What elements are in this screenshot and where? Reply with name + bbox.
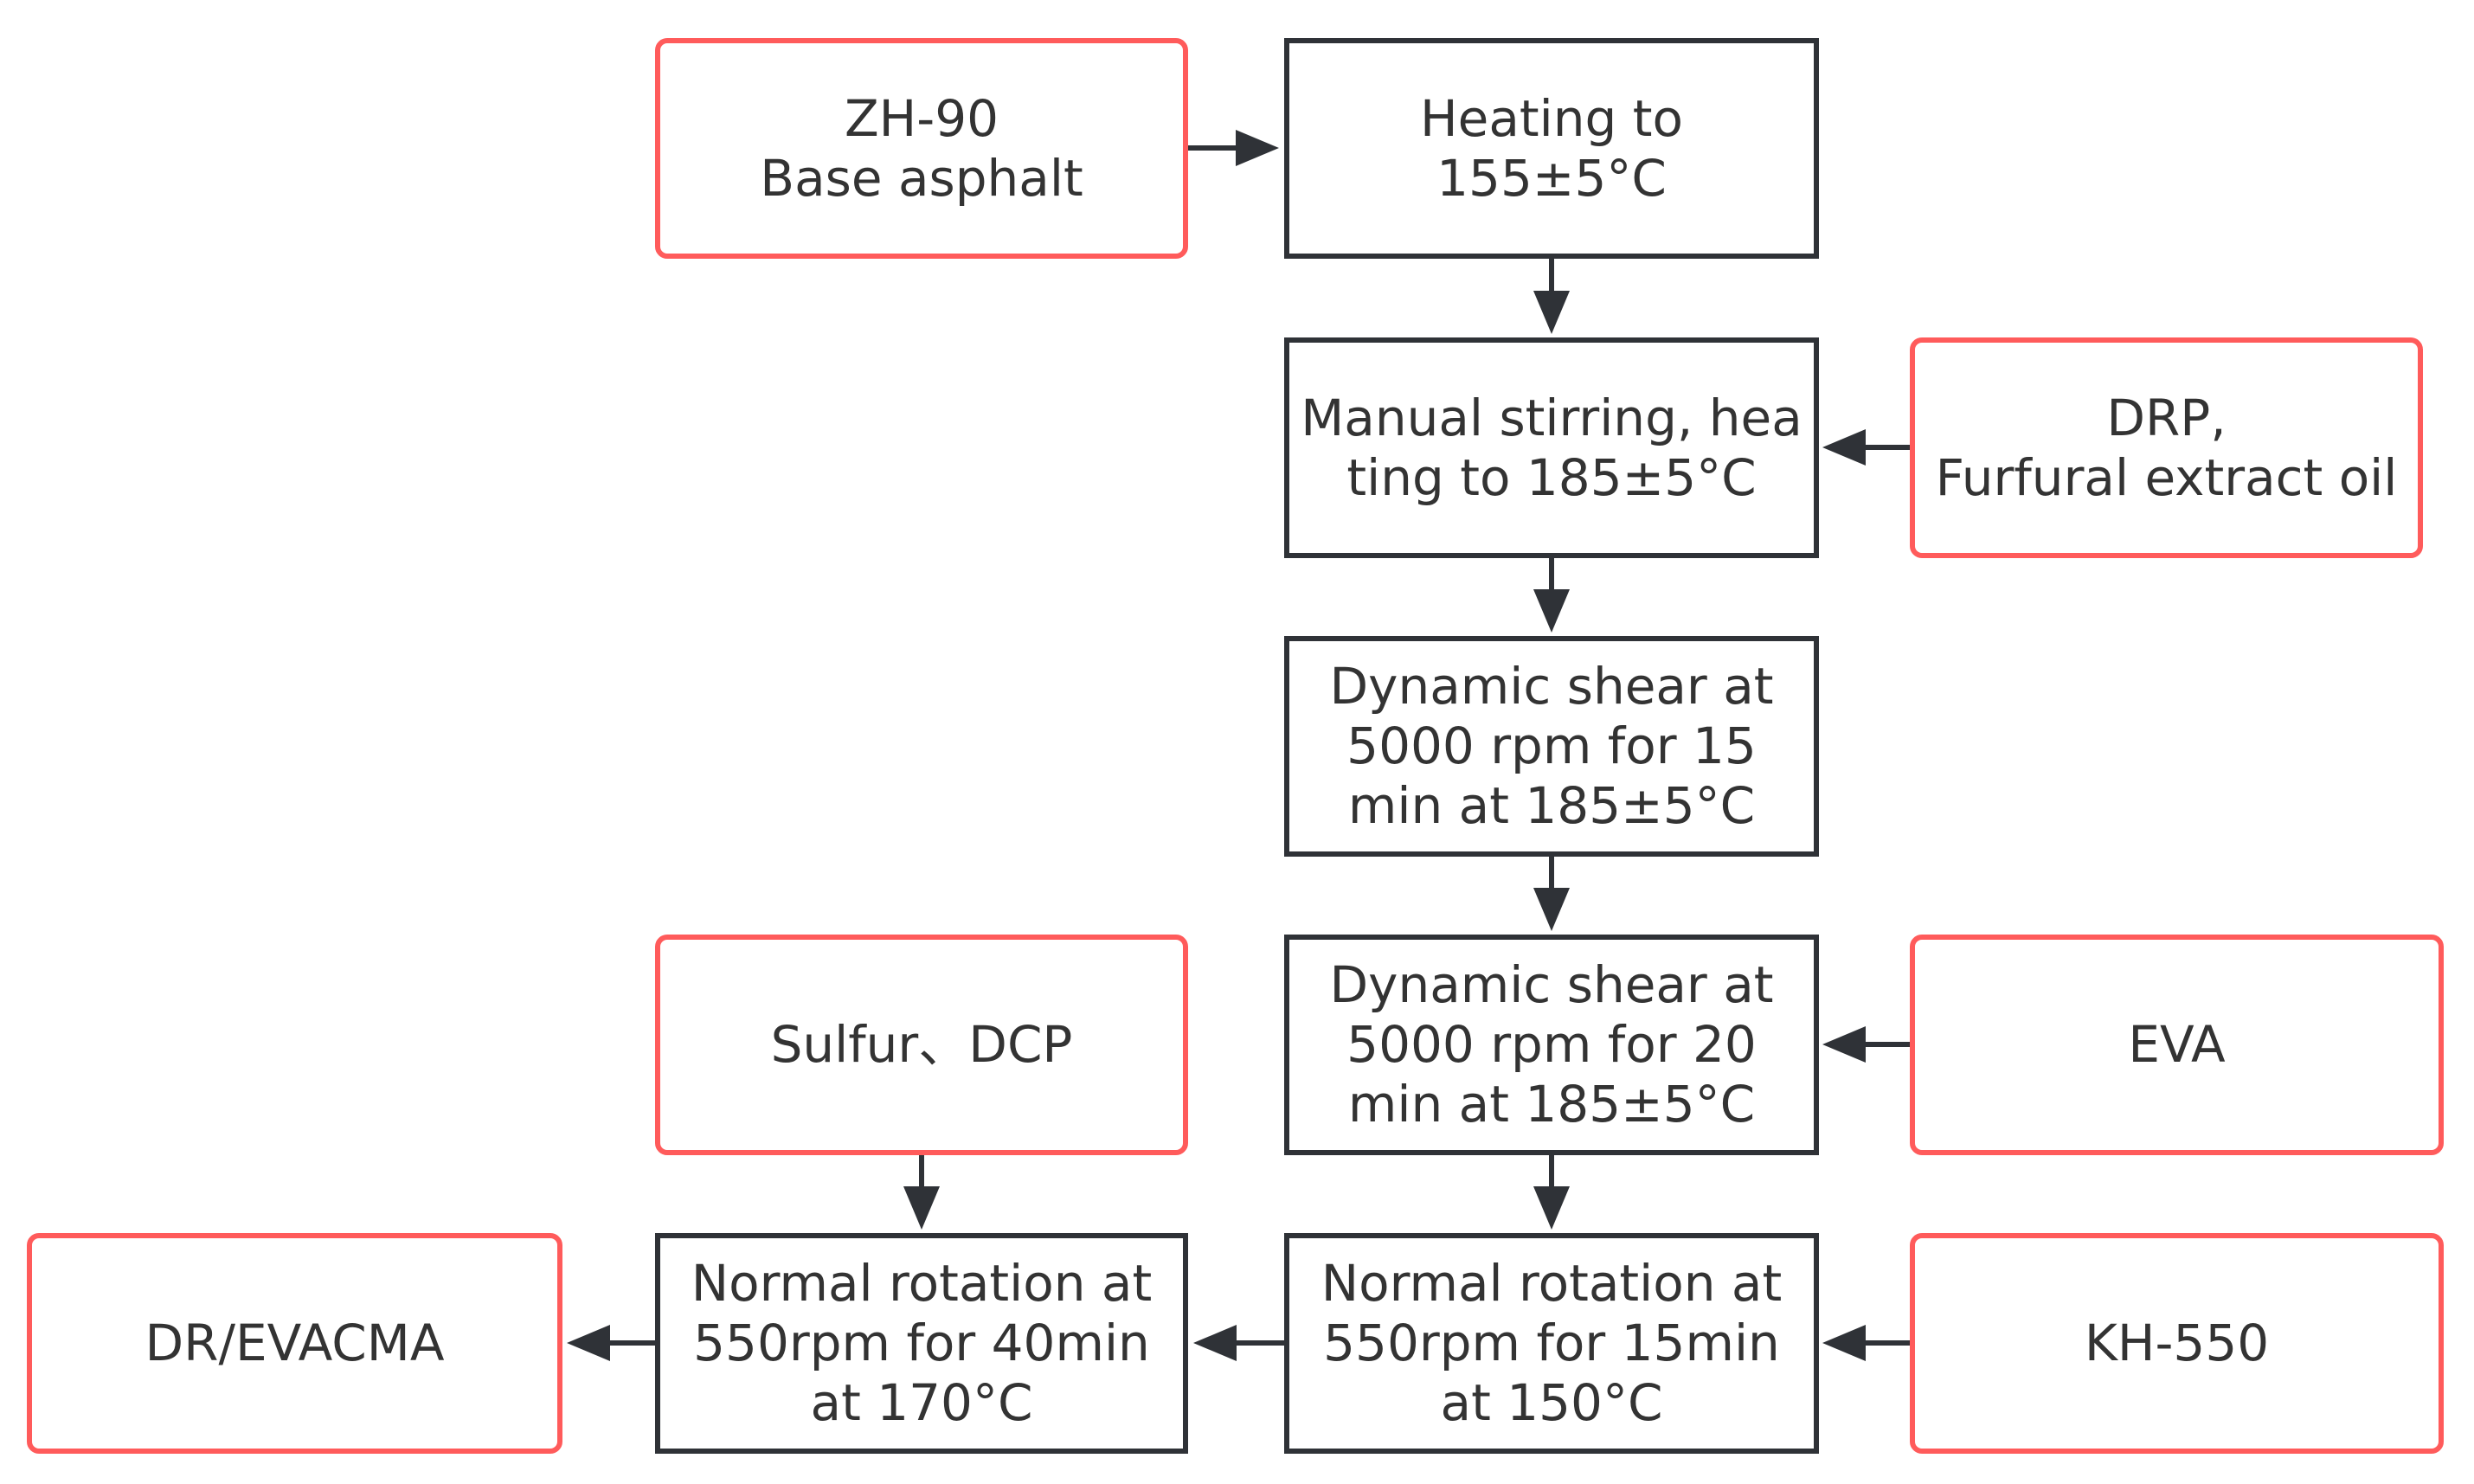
- drp-line-1: DRP,: [2106, 388, 2227, 447]
- heating-line-1: Heating to: [1420, 88, 1683, 148]
- sulfur-dcp-box: Sulfur、DCP: [655, 935, 1188, 1155]
- base-asphalt-line-2: Base asphalt: [760, 148, 1083, 208]
- product-line-1: DR/EVACMA: [145, 1314, 445, 1372]
- dynamic-shear-20-line-3: min at 185±5°C: [1347, 1075, 1756, 1134]
- normal-rotation-15-box: Normal rotation at 550rpm for 15min at 1…: [1284, 1233, 1819, 1454]
- sulfur-dcp-line-1: Sulfur、DCP: [770, 1015, 1073, 1074]
- arrowhead-base-to-heating: [1236, 130, 1279, 166]
- drp-line-2: Furfural extract oil: [1935, 447, 2398, 507]
- arrowhead-eva-to-shear20: [1822, 1026, 1866, 1063]
- arrowhead-drp-to-stirring: [1822, 429, 1866, 466]
- arrowhead-sulfur-to-rotation40: [903, 1186, 940, 1230]
- normal-rotation-40-box: Normal rotation at 550rpm for 40min at 1…: [655, 1233, 1188, 1454]
- eva-line-1: EVA: [2128, 1015, 2226, 1074]
- manual-stirring-line-1: Manual stirring, hea: [1301, 388, 1802, 447]
- normal-rotation-15-line-3: at 150°C: [1440, 1373, 1663, 1432]
- base-asphalt-box: ZH-90 Base asphalt: [655, 38, 1188, 259]
- normal-rotation-40-line-1: Normal rotation at: [691, 1254, 1153, 1313]
- product-box: DR/EVACMA: [27, 1233, 562, 1454]
- kh550-box: KH-550: [1910, 1233, 2444, 1454]
- dynamic-shear-20-box: Dynamic shear at 5000 rpm for 20 min at …: [1284, 935, 1819, 1155]
- arrowhead-kh550-to-rotation15: [1822, 1325, 1866, 1361]
- heating-line-2: 155±5°C: [1436, 148, 1667, 208]
- dynamic-shear-15-box: Dynamic shear at 5000 rpm for 15 min at …: [1284, 636, 1819, 857]
- dynamic-shear-15-line-3: min at 185±5°C: [1347, 776, 1756, 835]
- normal-rotation-15-line-1: Normal rotation at: [1321, 1254, 1783, 1313]
- eva-box: EVA: [1910, 935, 2444, 1155]
- normal-rotation-15-line-2: 550rpm for 15min: [1323, 1314, 1780, 1372]
- manual-stirring-box: Manual stirring, hea ting to 185±5°C: [1284, 337, 1819, 558]
- base-asphalt-line-1: ZH-90: [844, 88, 999, 148]
- arrowhead-rotation40-to-product: [567, 1325, 610, 1361]
- arrowhead-rotation15-to-rotation40: [1193, 1325, 1237, 1361]
- normal-rotation-40-line-2: 550rpm for 40min: [693, 1314, 1150, 1372]
- dynamic-shear-15-line-1: Dynamic shear at: [1329, 657, 1774, 716]
- dynamic-shear-20-line-1: Dynamic shear at: [1329, 955, 1774, 1014]
- arrowhead-shear20-to-rotation15: [1533, 1186, 1570, 1230]
- arrowhead-heating-to-stirring: [1533, 291, 1570, 334]
- arrowhead-stirring-to-shear15: [1533, 589, 1570, 633]
- normal-rotation-40-line-3: at 170°C: [810, 1373, 1033, 1432]
- arrowhead-shear15-to-shear20: [1533, 888, 1570, 931]
- drp-box: DRP, Furfural extract oil: [1910, 337, 2423, 558]
- kh550-line-1: KH-550: [2084, 1314, 2270, 1372]
- dynamic-shear-20-line-2: 5000 rpm for 20: [1346, 1015, 1757, 1074]
- manual-stirring-line-2: ting to 185±5°C: [1346, 447, 1757, 507]
- heating-box: Heating to 155±5°C: [1284, 38, 1819, 259]
- dynamic-shear-15-line-2: 5000 rpm for 15: [1346, 716, 1757, 775]
